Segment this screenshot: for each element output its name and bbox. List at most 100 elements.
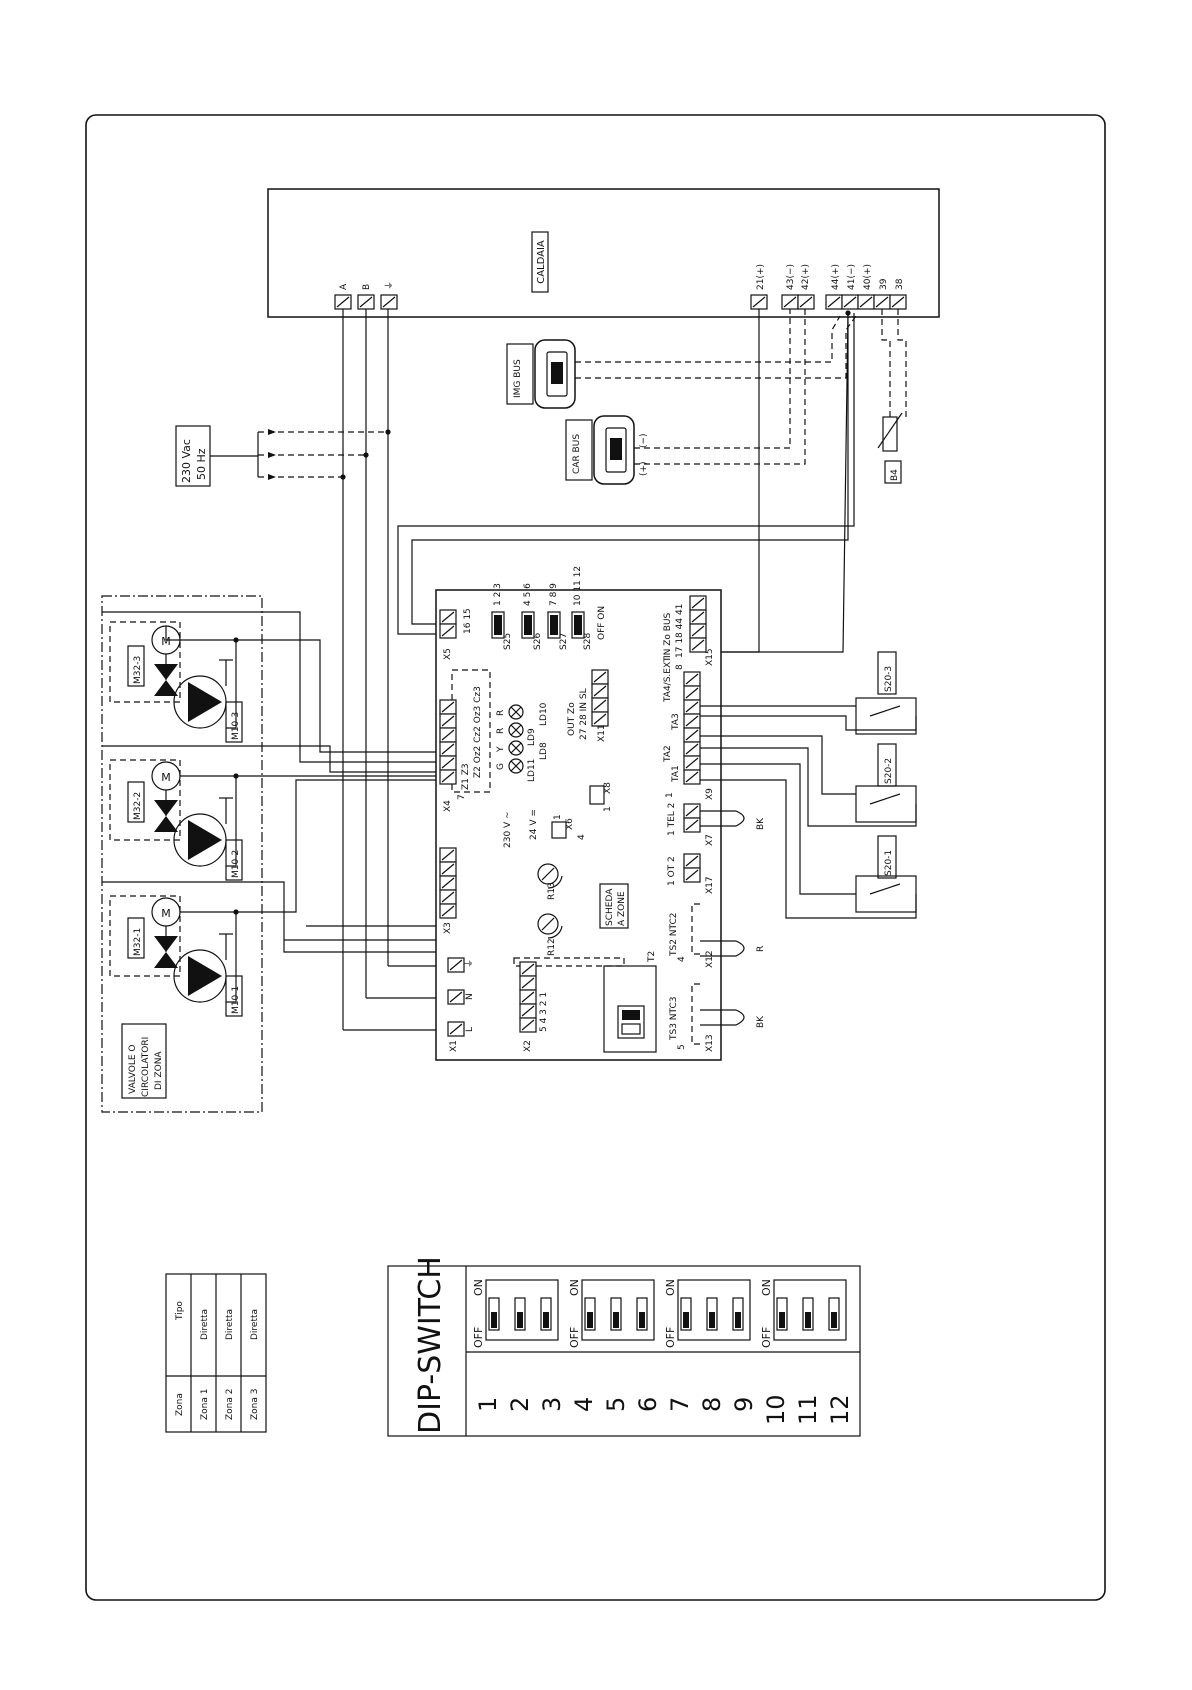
x11-name: X11	[597, 724, 607, 742]
dip-number-1: 1	[474, 1397, 502, 1412]
board-leds	[508, 704, 524, 774]
trimmer-r12-label: R12	[547, 938, 557, 956]
bus-wires	[575, 309, 907, 465]
boiler-terminal-39: 39	[879, 278, 889, 290]
x12-label: TS2 NTC2	[669, 912, 679, 957]
x11-connector	[591, 669, 609, 727]
zone-table-header-tipo: Tipo	[175, 1301, 185, 1321]
dip-s26-name: S26	[533, 633, 543, 650]
x1-connector	[447, 957, 465, 1037]
sensor-s20-1	[700, 763, 917, 919]
zone-1-valve-label: M32-1	[133, 928, 143, 956]
x13-pin: 5	[677, 1044, 687, 1050]
dip-group4-on: ON	[760, 1279, 773, 1296]
x9-label-ta3: TA3	[671, 713, 681, 731]
boiler-terminal-block-power	[334, 294, 398, 310]
x17-connector	[683, 853, 701, 883]
dip-panel	[387, 1265, 861, 1437]
zone-box-line1: VALVOLE O	[128, 1045, 138, 1095]
zone-box-line2: CIRCOLATORI	[141, 1037, 151, 1097]
dip-panel-groups	[485, 1279, 847, 1341]
zone-3: M	[102, 611, 440, 763]
x15-name: X15	[705, 648, 715, 666]
boiler-terminal-41: 41(−)	[847, 264, 857, 290]
zone-1-pump-label: M10-1	[231, 986, 241, 1014]
led-ld9-color: R	[496, 728, 506, 734]
svg-text:M: M	[161, 907, 171, 920]
dip-number-11: 11	[794, 1394, 822, 1425]
dip-number-12: 12	[826, 1394, 854, 1425]
dip-group1-on: ON	[472, 1279, 485, 1296]
dip-number-5: 5	[602, 1397, 630, 1412]
x3-name: X3	[443, 922, 453, 934]
zone-2: M	[102, 745, 440, 867]
x9-name: X9	[705, 788, 715, 800]
boiler-terminal-38: 38	[895, 278, 905, 290]
zone-table-row3-zona: Zona 3	[250, 1389, 260, 1420]
x17-name: X17	[705, 876, 715, 894]
x1-pin-earth: ⏚	[464, 959, 475, 968]
x11-line2: 27 28 IN SL	[579, 688, 589, 740]
x8-connector	[589, 785, 605, 805]
boiler-terminal-40: 40(+)	[863, 264, 873, 290]
zone-box-line3: DI ZONA	[154, 1051, 164, 1090]
x13-name: X13	[705, 1034, 715, 1052]
x6-name: X6	[565, 818, 575, 830]
x2-pins: 5 4 3 2 1	[539, 992, 549, 1032]
zone-3-pump-frame	[225, 701, 243, 743]
dip-number-2: 2	[506, 1397, 534, 1412]
page-frame	[85, 114, 1106, 1601]
dip-group3-off: OFF	[664, 1327, 677, 1348]
trimmer-r13	[537, 863, 563, 889]
supply-line2: 50 Hz	[195, 448, 208, 480]
zone-3-valve-frame	[127, 645, 145, 687]
led-ld8-name: LD8	[539, 742, 549, 760]
x8-p1: 1	[603, 806, 613, 812]
x9-connector	[683, 671, 701, 785]
car-bus-plus: (+)	[639, 461, 649, 476]
x1-pin-n: N	[465, 993, 475, 1000]
dip-number-8: 8	[698, 1397, 726, 1412]
zone-table-row1-zona: Zona 1	[200, 1389, 210, 1420]
zone-table-row2-tipo: Diretta	[225, 1309, 235, 1340]
sensor-s20-2-frame	[877, 743, 897, 787]
x12-name: X12	[705, 950, 715, 968]
dip-number-10: 10	[762, 1394, 790, 1425]
x6-p1: 1	[553, 814, 563, 820]
transformer-t2	[603, 965, 657, 1053]
svg-text:M: M	[161, 635, 171, 648]
zone-board	[435, 589, 722, 1061]
x7-connector	[683, 803, 701, 833]
x9-end-1: 1	[665, 792, 675, 798]
supply-wires	[210, 429, 391, 480]
dip-number-4: 4	[570, 1397, 598, 1412]
x5-name: X5	[443, 648, 453, 660]
boiler-label: CALDAIA	[536, 240, 547, 284]
dip-number-3: 3	[538, 1397, 566, 1412]
x1-pin-l: L	[465, 1027, 475, 1032]
car-bus-minus: (−)	[639, 433, 649, 448]
dip-number-6: 6	[634, 1397, 662, 1412]
x7-label: 1 TEL 2	[667, 803, 677, 836]
x8-name: X8	[603, 782, 613, 794]
x4-connector	[439, 699, 457, 785]
dip-s27-name: S27	[559, 633, 569, 650]
board-230v: 230 V ~	[503, 811, 513, 848]
boiler-terminal-earth: ⏚	[384, 281, 395, 290]
dip-s27-nums: 7 8 9	[549, 583, 559, 606]
zone-1-pump-frame	[225, 975, 243, 1017]
board-title-1: SCHEDA	[605, 888, 615, 926]
x15-line2: 17 18 44 41	[675, 604, 685, 658]
zone-box	[101, 595, 263, 1113]
board-dip-switches	[491, 611, 585, 639]
x6-p4: 4	[577, 834, 587, 840]
x5-connector	[439, 609, 457, 639]
x12-pin: 4	[677, 956, 687, 962]
sensor-s20-1-label: S20-1	[884, 850, 894, 876]
x12-cable-color: R	[756, 946, 766, 952]
b4-sensor	[877, 412, 903, 484]
boiler-terminal-b: B	[362, 284, 372, 290]
x9-end-8: 8	[675, 664, 685, 670]
zone-2-pump-label: M10-2	[231, 850, 241, 878]
